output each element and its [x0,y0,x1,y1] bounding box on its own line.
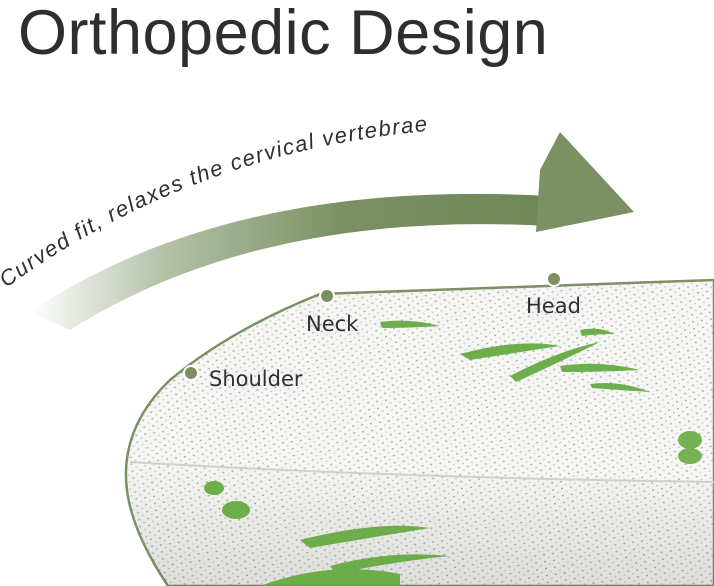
bamboo-leaf-icon [678,431,702,464]
shoulder-marker-icon [183,365,199,381]
head-label: Head [526,294,581,318]
bamboo-leaf-icon [204,481,450,586]
neck-marker-icon [319,288,335,304]
head-marker-icon [546,271,562,287]
shoulder-label: Shoulder [209,367,303,391]
bamboo-leaf-icon [380,320,650,392]
page-title: Orthopedic Design [18,0,549,68]
curved-arrow [30,132,634,330]
arrow-head-icon [536,132,634,232]
pillow [124,278,714,586]
neck-label: Neck [306,312,359,336]
